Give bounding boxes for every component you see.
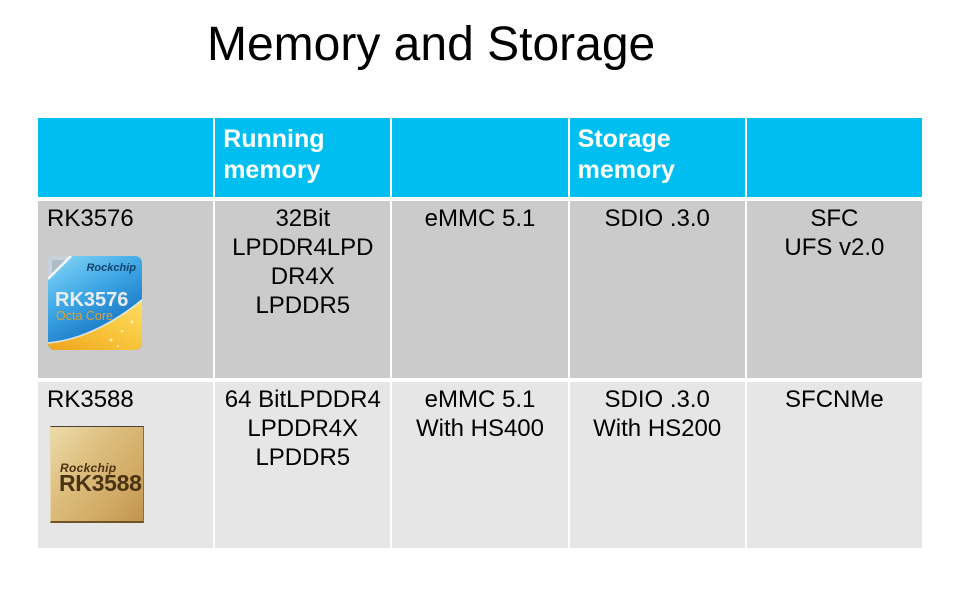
rk3576-sdio-cell: SDIO .3.0 [569,201,745,378]
header-cell-running-memory: Running memory [215,118,391,197]
page-title: Memory and Storage [207,18,656,71]
rk3576-badge-brand: Rockchip [86,262,136,274]
rk3588-label: RK3588 [47,386,134,413]
rk3576-badge-model: RK3576 [55,289,128,311]
rk3588-running-memory-cell: 64 BitLPDDR4 LPDDR4X LPDDR5 [215,382,391,548]
rk3588-product-cell: RK3588 Rockchip RK3588 [38,382,214,548]
header-cell-storage-memory: Storage memory [569,118,745,197]
rk3576-product-cell: RK3576 [38,201,214,378]
rk3588-sdio-cell: SDIO .3.0 With HS200 [569,382,745,548]
header-cell-blank-3 [392,118,568,197]
memory-storage-table: Running memory Storage memory RK3576 [38,118,922,548]
header-cell-blank-5 [746,118,922,197]
header-cell-product [38,118,214,197]
rk3588-storage-extra-cell: SFCNMe [746,382,922,548]
rk3588-badge-brand: Rockchip [60,461,117,475]
rk3576-badge-sub: Octa Core [56,309,113,323]
rk3588-badge-model: RK3588 [59,470,142,496]
rk3588-emmc-cell: eMMC 5.1 With HS400 [392,382,568,548]
rk3576-label: RK3576 [47,205,134,232]
rk3576-storage-extra-cell: SFC UFS v2.0 [746,201,922,378]
rk3576-emmc-cell: eMMC 5.1 [392,201,568,378]
badge-gold-swoosh [48,300,142,350]
rk3588-chip-icon: Rockchip RK3588 [50,426,144,523]
rk3576-chip-icon: Rockchip RK3576 Octa Core [48,256,142,350]
rk3576-running-memory-cell: 32Bit LPDDR4LPD DR4X LPDDR5 [215,201,391,378]
